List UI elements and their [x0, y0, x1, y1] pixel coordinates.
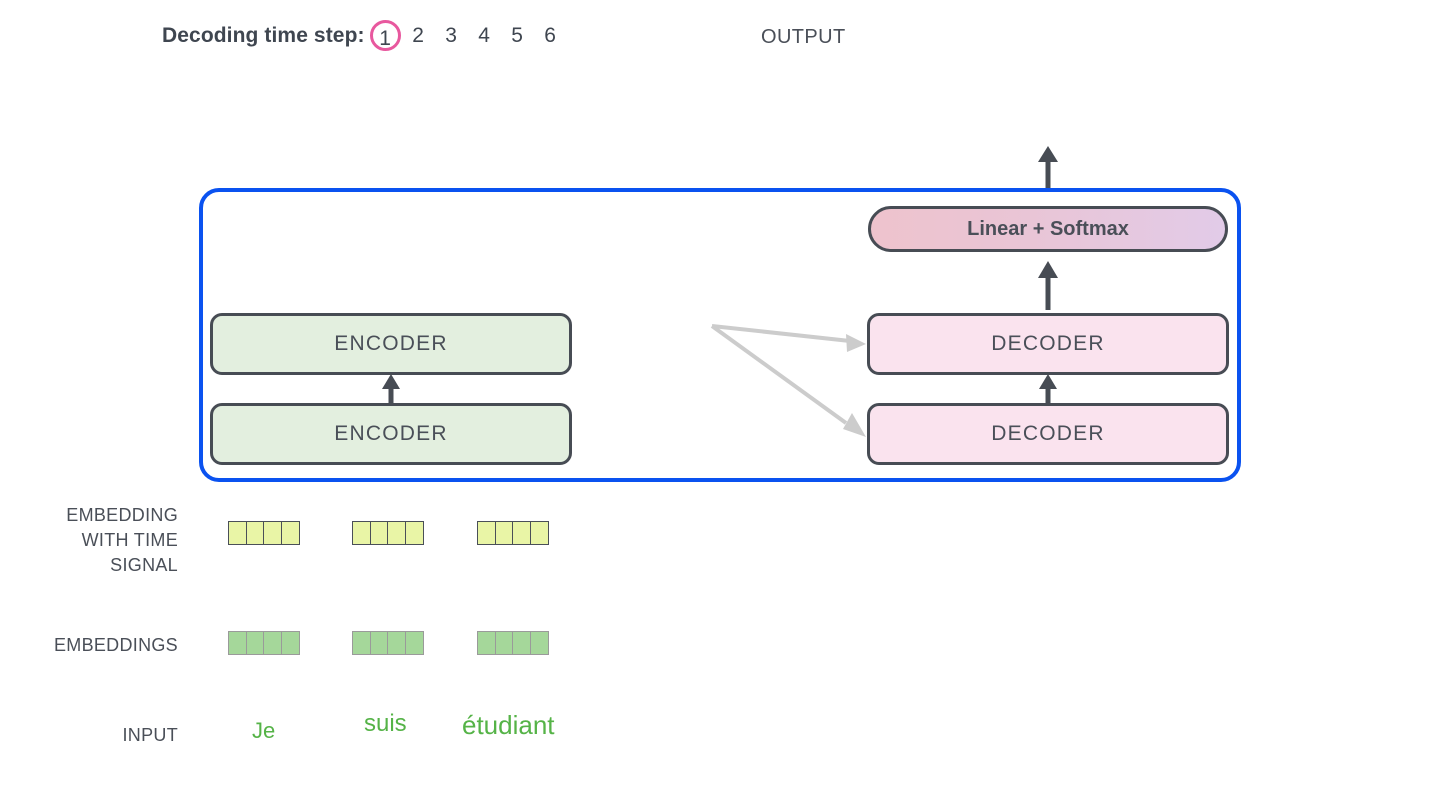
- decoding-time-step-bar: Decoding time step: 1 2 3 4 5 6: [162, 20, 567, 51]
- cross-attention-arrow-lower-line: [710, 324, 848, 425]
- vector-cell: [263, 521, 282, 545]
- vector-cell: [494, 521, 514, 545]
- vector-cell: [404, 631, 424, 655]
- vector-cell: [369, 521, 389, 545]
- decoder-top-label: DECODER: [991, 332, 1105, 355]
- decoding-step-4[interactable]: 4: [478, 24, 490, 47]
- input-word-0: Je: [252, 718, 276, 743]
- vector-cell: [477, 521, 496, 545]
- embedding-with-time-signal-label-line-3: SIGNAL: [110, 555, 178, 575]
- embedding-time-vector-2: [477, 521, 549, 545]
- encoder-stack-arrow: [378, 372, 404, 406]
- vector-cell: [494, 631, 514, 655]
- embeddings-label: EMBEDDINGS: [53, 635, 178, 655]
- vector-cell: [263, 631, 282, 655]
- vector-cell: [512, 521, 531, 545]
- decoder-bottom-label: DECODER: [991, 422, 1105, 445]
- decoder-stack-arrow: [1035, 372, 1061, 406]
- decoding-step-1[interactable]: 1: [369, 20, 401, 51]
- decoder-block-bottom[interactable]: DECODER: [867, 403, 1229, 465]
- vector-cell: [529, 521, 549, 545]
- vector-cell: [228, 521, 247, 545]
- vector-cell: [280, 521, 300, 545]
- output-label: OUTPUT: [761, 26, 846, 48]
- vector-cell: [477, 631, 496, 655]
- cross-attention-arrow-upper-head: [846, 334, 866, 352]
- vector-cell: [228, 631, 247, 655]
- encoder-block-bottom[interactable]: ENCODER: [210, 403, 572, 465]
- embedding-time-vector-0: [228, 521, 300, 545]
- vector-cell: [529, 631, 549, 655]
- decoding-step-6[interactable]: 6: [544, 24, 556, 47]
- input-label: INPUT: [122, 725, 178, 745]
- embedding-vector-0: [228, 631, 300, 655]
- embedding-time-vector-1: [352, 521, 424, 545]
- vector-cell: [512, 631, 531, 655]
- vector-cell: [387, 521, 406, 545]
- input-word-2: étudiant: [462, 710, 555, 740]
- vector-cell: [352, 521, 371, 545]
- input-word-1: suis: [364, 710, 407, 737]
- vector-cell: [245, 631, 265, 655]
- cross-attention-arrow-upper-line: [711, 324, 851, 343]
- encoder-block-top[interactable]: ENCODER: [210, 313, 572, 375]
- vector-cell: [404, 521, 424, 545]
- embedding-vector-2: [477, 631, 549, 655]
- encoder-bottom-label: ENCODER: [334, 422, 448, 445]
- output-flow-arrow: [1035, 145, 1061, 191]
- linear-softmax-block[interactable]: Linear + Softmax: [868, 206, 1228, 252]
- linear-softmax-label: Linear + Softmax: [967, 217, 1129, 240]
- decoder-to-linear-arrow: [1035, 258, 1061, 310]
- vector-cell: [245, 521, 265, 545]
- decoding-time-step-label: Decoding time step:: [162, 23, 365, 47]
- decoding-step-5[interactable]: 5: [511, 24, 523, 47]
- decoding-step-3[interactable]: 3: [445, 24, 457, 47]
- encoder-top-label: ENCODER: [334, 332, 448, 355]
- transformer-model-container: [199, 188, 1241, 482]
- vector-cell: [352, 631, 371, 655]
- decoder-block-top[interactable]: DECODER: [867, 313, 1229, 375]
- embedding-with-time-signal-label-line-2: WITH TIME: [81, 530, 178, 550]
- vector-cell: [387, 631, 406, 655]
- vector-cell: [369, 631, 389, 655]
- cross-attention-arrow-lower-head: [843, 413, 866, 437]
- embedding-with-time-signal-label: EMBEDDING WITH TIME SIGNAL: [0, 503, 178, 578]
- embedding-vector-1: [352, 631, 424, 655]
- decoding-step-2[interactable]: 2: [412, 24, 424, 47]
- embedding-with-time-signal-label-line-1: EMBEDDING: [66, 505, 178, 525]
- cross-attention-arrows: [700, 305, 880, 455]
- vector-cell: [280, 631, 300, 655]
